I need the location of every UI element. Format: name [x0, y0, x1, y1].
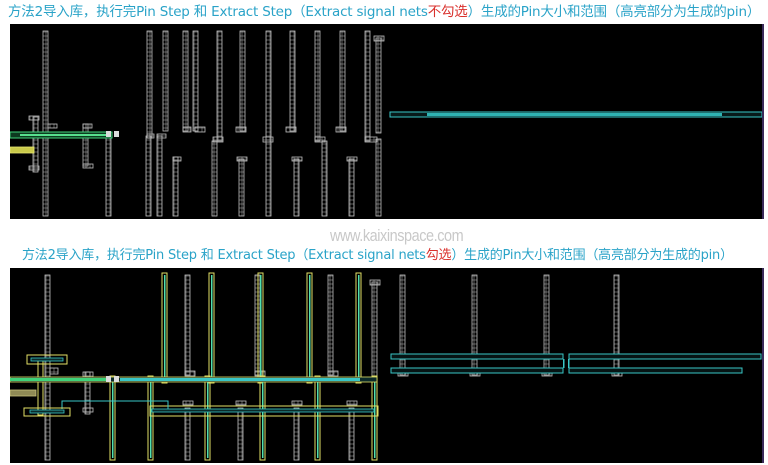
caption-bottom-prefix: 方法2导入库，执行完Pin Step 和 Extract Step（Extrac…	[22, 248, 426, 263]
caption-top: 方法2导入库，执行完Pin Step 和 Extract Step（Extrac…	[8, 2, 768, 22]
caption-top-highlight: 不勾选	[427, 4, 468, 20]
caption-top-suffix: ）生成的Pin大小和范围（高亮部分为生成的pin）	[467, 4, 761, 20]
caption-bottom-highlight: 勾选	[425, 248, 452, 263]
layout-view-checked[interactable]	[10, 268, 764, 463]
caption-top-prefix: 方法2导入库，执行完Pin Step 和 Extract Step（Extrac…	[8, 4, 428, 20]
caption-bottom-suffix: ）生成的Pin大小和范围（高亮部分为生成的pin）	[451, 248, 733, 263]
layout-view-unchecked[interactable]	[10, 24, 764, 219]
watermark: www.kaixinspace.com	[330, 226, 464, 245]
caption-bottom: 方法2导入库，执行完Pin Step 和 Extract Step（Extrac…	[22, 246, 768, 266]
